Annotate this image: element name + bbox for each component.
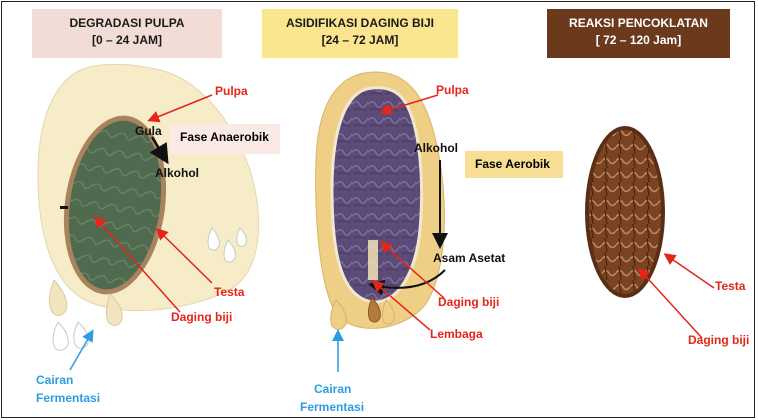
arrow-testa3 [666,255,714,288]
label-cairan-2b: Fermentasi [300,400,364,414]
stage-2-title: ASIDIFIKASI DAGING BIJI [262,15,458,32]
stage-3-header: REAKSI PENCOKLATAN [ 72 – 120 Jam] [547,9,730,58]
label-gula: Gula [135,124,162,138]
embryo [368,240,378,280]
label-daging-2: Daging biji [438,295,499,309]
label-cairan-1b: Fermentasi [36,391,100,405]
label-testa-3: Testa [715,279,745,293]
stage-3-title: REAKSI PENCOKLATAN [547,15,730,32]
stage-1-header: DEGRADASI PULPA [0 – 24 JAM] [32,9,222,58]
phase-anaerobic-box: Fase Anaerobik [170,124,280,154]
stage-1-time: [0 – 24 JAM] [32,32,222,49]
label-daging-1: Daging biji [171,310,232,324]
phase-anaerobic-label: Fase Anaerobik [180,130,269,144]
label-daging-3: Daging biji [688,333,749,347]
seed-3 [589,130,661,294]
seed-1-mark [60,206,68,209]
drop-1a [49,280,66,316]
stage-2-time: [24 – 72 JAM] [262,32,458,49]
drop-1d [74,322,88,348]
label-testa-1: Testa [214,285,244,299]
label-cairan-1a: Cairan [36,373,73,387]
label-pulpa-2: Pulpa [436,83,469,97]
drop-1c [53,322,68,350]
label-cairan-2a: Cairan [314,382,351,396]
label-lembaga: Lembaga [430,327,483,341]
label-asam-asetat: Asam Asetat [433,251,505,265]
stage-1-title: DEGRADASI PULPA [32,15,222,32]
stage-3-time: [ 72 – 120 Jam] [547,32,730,49]
phase-aerobic-box: Fase Aerobik [465,151,563,178]
label-alkohol-1: Alkohol [155,166,199,180]
arrow-daging3 [640,270,702,338]
label-alkohol-2: Alkohol [414,141,458,155]
label-pulpa-1: Pulpa [215,84,248,98]
phase-aerobic-label: Fase Aerobik [475,157,550,171]
stage-2-header: ASIDIFIKASI DAGING BIJI [24 – 72 JAM] [262,9,458,58]
